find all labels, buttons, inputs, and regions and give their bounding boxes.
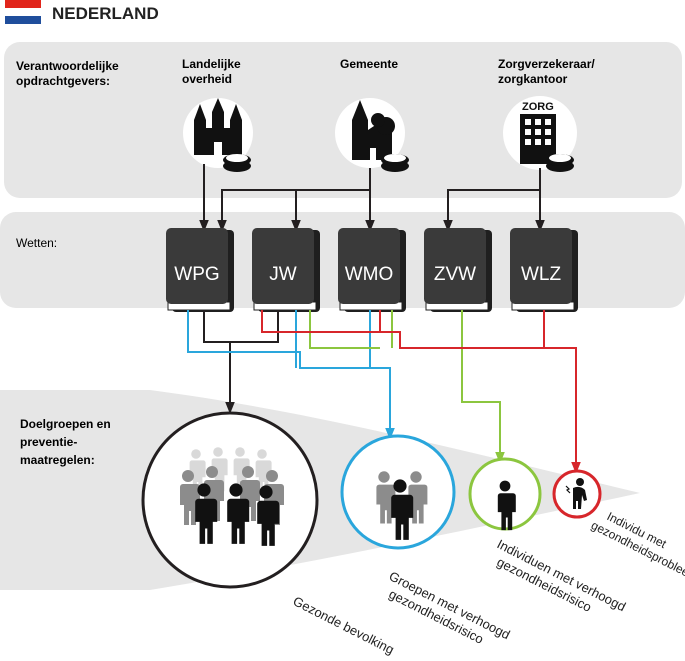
law-book-label: JW xyxy=(269,264,297,285)
svg-text:Gezonde bevolking: Gezonde bevolking xyxy=(291,593,397,657)
law-book-wlz: WLZ xyxy=(510,228,578,312)
commissioner-connectors xyxy=(199,164,545,232)
targets-label-2: preventie- xyxy=(20,435,77,449)
insurer-building-icon: ZORG xyxy=(503,96,577,172)
law-book-label: WPG xyxy=(174,264,219,285)
national-government-icon xyxy=(183,98,253,172)
municipality-title: Gemeente xyxy=(340,57,398,71)
national-title-2: overheid xyxy=(182,72,232,86)
commissioners-label-2: opdrachtgevers: xyxy=(16,74,110,88)
law-books: WPG JW WMO ZVW WLZ xyxy=(166,228,578,312)
law-book-label: WLZ xyxy=(521,264,562,285)
law-book-zvw: ZVW xyxy=(424,228,492,312)
insurer-building-sign: ZORG xyxy=(522,101,554,113)
law-book-wmo: WMO xyxy=(338,228,406,312)
law-book-label: ZVW xyxy=(434,264,476,285)
law-book-jw: JW xyxy=(252,228,320,312)
country-title: NEDERLAND xyxy=(52,4,159,23)
municipality-icon xyxy=(335,98,409,172)
law-to-target-flows xyxy=(187,310,581,474)
flag-icon xyxy=(5,0,41,24)
health-problem-icon xyxy=(565,478,587,509)
insurer-title-2: zorgkantoor xyxy=(498,72,568,86)
law-book-label: WMO xyxy=(345,264,394,285)
national-title-1: Landelijke xyxy=(182,57,241,71)
target-label-individuals: Individuen met verhoogd gezondheidsrisic… xyxy=(495,536,629,615)
laws-label: Wetten: xyxy=(16,236,57,250)
insurer-title-1: Zorgverzekeraar/ xyxy=(498,57,595,71)
target-label-individual-problem: Individu met gezondheidsprobleem xyxy=(589,509,685,584)
target-label-groups: Groepen met verhoogd gezondheidsrisico xyxy=(387,568,513,647)
law-book-wpg: WPG xyxy=(166,228,234,312)
targets-label-3: maatregelen: xyxy=(20,453,95,467)
targets-label-1: Doelgroepen en xyxy=(20,417,111,431)
commissioners-label-1: Verantwoordelijke xyxy=(16,59,119,73)
target-label-population: Gezonde bevolking xyxy=(291,593,397,657)
